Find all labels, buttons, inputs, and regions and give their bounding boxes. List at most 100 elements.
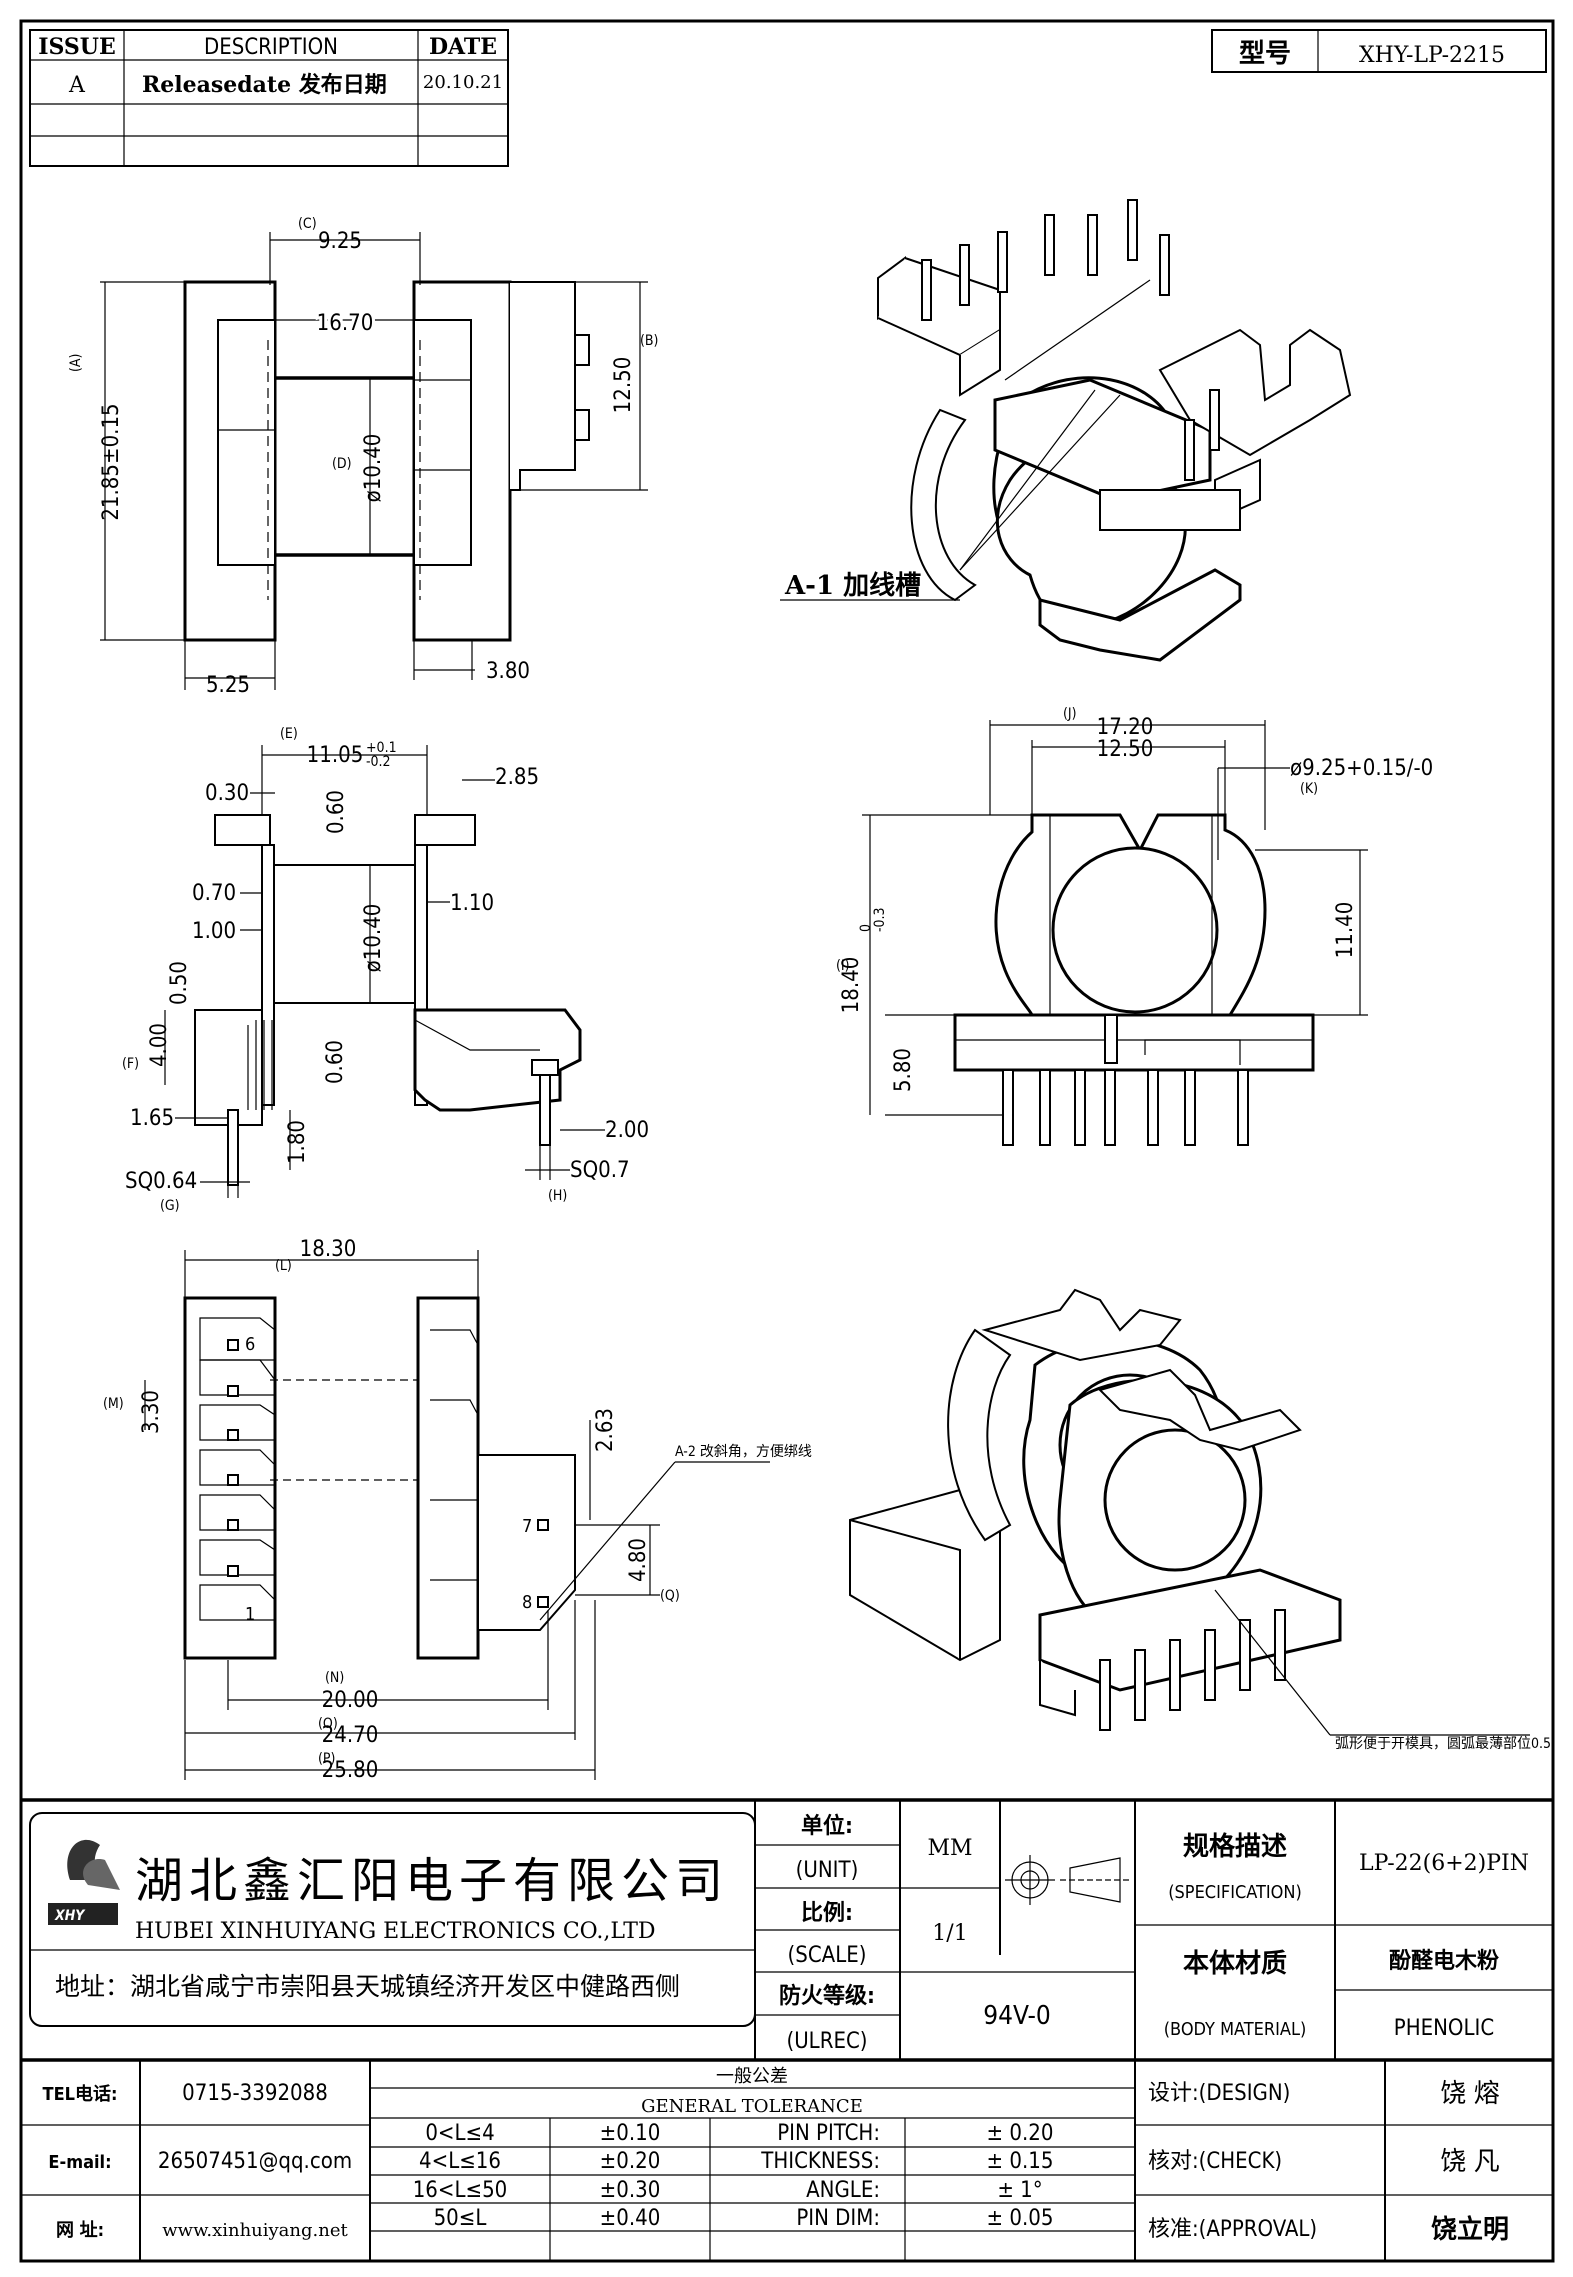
dim-165: 1.65 bbox=[130, 1106, 174, 1131]
dim-n-label: (N) bbox=[325, 1670, 344, 1686]
dim-i-tol-up: 0 bbox=[858, 924, 874, 932]
email-value: 26507451@qq.com bbox=[158, 2149, 352, 2174]
approval-label: 核准:(APPROVAL) bbox=[1148, 2217, 1317, 2242]
rev-row-description: Releasedate 发布日期 bbox=[142, 72, 387, 98]
tel-label: TEL电话: bbox=[43, 2083, 118, 2105]
dim-l-value: 18.30 bbox=[300, 1237, 357, 1262]
sheet-border bbox=[19, 19, 1555, 2263]
dim-o-value: 24.70 bbox=[322, 1723, 379, 1748]
material-cn: 酚醛电木粉 bbox=[1389, 1949, 1499, 1974]
dim-060b: 0.60 bbox=[323, 1040, 348, 1084]
tol-range-1: 4<L≤16 bbox=[419, 2149, 501, 2174]
iso-bottom-view: 弧形便于开模具，圆弧最薄部位0.5 bbox=[849, 1288, 1551, 1752]
model-label: 型号 bbox=[1239, 39, 1291, 69]
callout-a1: A-1 加线槽 bbox=[784, 571, 921, 601]
tel-value: 0715-3392088 bbox=[182, 2081, 328, 2106]
dim-e-tol-up: +0.1 bbox=[366, 740, 397, 756]
dim-o-label: (O) bbox=[318, 1716, 338, 1732]
scale-label-en: (SCALE) bbox=[788, 1943, 867, 1968]
tol-range-3: 50≤L bbox=[434, 2206, 487, 2231]
dim-p-value: 25.80 bbox=[322, 1758, 379, 1783]
fire-label-en: (ULREC) bbox=[786, 2029, 867, 2054]
dim-left-width: 5.25 bbox=[206, 673, 250, 698]
dim-j-value: 17.20 bbox=[1097, 715, 1154, 740]
email-label: E-mail: bbox=[48, 2152, 111, 2173]
dim-200: 2.00 bbox=[605, 1118, 649, 1143]
dim-h-label: (H) bbox=[548, 1188, 567, 1204]
end-view: (J) 17.20 12.50 ø9.25+0.15/-0 (K) (I) 18… bbox=[836, 706, 1433, 1146]
pin-label-8: 8 bbox=[522, 1592, 532, 1613]
check-label: 核对:(CHECK) bbox=[1148, 2149, 1282, 2174]
model-value: XHY-LP-2215 bbox=[1359, 43, 1505, 68]
dim-g-label: (G) bbox=[160, 1198, 180, 1214]
tol-param-2: ANGLE: bbox=[806, 2178, 880, 2203]
material-label: 本体材质 bbox=[1183, 1949, 1287, 1979]
pin-label-1: 1 bbox=[245, 1604, 255, 1625]
title-block: XHY 湖北鑫汇阳电子有限公司 HUBEI XINHUIYANG ELECTRO… bbox=[21, 1798, 1553, 2261]
unit-label: 单位: bbox=[801, 1813, 853, 1839]
tol-pval-1: ± 0.15 bbox=[987, 2149, 1054, 2174]
web-value: www.xinhuiyang.net bbox=[162, 2220, 348, 2241]
web-label: 网 址: bbox=[56, 2220, 104, 2241]
side-view: (E) 11.05 +0.1 -0.2 0.30 2.85 0.60 0.70 … bbox=[122, 726, 649, 1214]
tol-range-2: 16<L≤50 bbox=[413, 2178, 508, 2203]
pin-label-6: 6 bbox=[245, 1334, 255, 1355]
design-name: 饶 熔 bbox=[1440, 2079, 1499, 2109]
rev-row-date: 20.10.21 bbox=[423, 72, 503, 93]
model-box: 型号 XHY-LP-2215 bbox=[1211, 29, 1547, 73]
company-name-cn: 湖北鑫汇阳电子有限公司 bbox=[135, 1853, 729, 1909]
dim-p-label: (P) bbox=[318, 1751, 335, 1767]
tol-param-3: PIN DIM: bbox=[796, 2206, 880, 2231]
dim-q-label: (Q) bbox=[660, 1588, 680, 1604]
tol-value-2: ±0.30 bbox=[600, 2178, 661, 2203]
pin-label-7: 7 bbox=[522, 1516, 532, 1537]
dim-right-width: 3.80 bbox=[486, 659, 530, 684]
dim-180: 1.80 bbox=[285, 1120, 310, 1164]
iso-top-view: A-1 加线槽 bbox=[780, 199, 1352, 662]
tol-pval-0: ± 0.20 bbox=[987, 2121, 1054, 2146]
logo-text: XHY bbox=[54, 1908, 86, 1924]
spec-label: 规格描述 bbox=[1183, 1831, 1287, 1862]
dim-l-label: (L) bbox=[275, 1258, 292, 1274]
material-label-en: (BODY MATERIAL) bbox=[1164, 2019, 1307, 2040]
dim-285: 2.85 bbox=[495, 765, 539, 790]
spec-value: LP-22(6+2)PIN bbox=[1359, 1851, 1529, 1876]
tol-value-3: ±0.40 bbox=[600, 2206, 661, 2231]
tolerance-title-en: GENERAL TOLERANCE bbox=[641, 2096, 863, 2117]
dim-a-value: 21.85±0.15 bbox=[99, 403, 124, 520]
rev-row-issue: A bbox=[68, 73, 86, 98]
company-name-en: HUBEI XINHUIYANG ELECTRONICS CO.,LTD bbox=[135, 1919, 656, 1944]
dim-g-value: SQ0.64 bbox=[125, 1169, 197, 1194]
dim-b-value: 12.50 bbox=[611, 357, 636, 414]
company-logo: XHY bbox=[48, 1839, 120, 1925]
tol-range-0: 0<L≤4 bbox=[425, 2121, 494, 2146]
tol-value-0: ±0.10 bbox=[600, 2121, 661, 2146]
tolerance-title-cn: 一般公差 bbox=[716, 2066, 788, 2087]
check-name: 饶 凡 bbox=[1440, 2147, 1499, 2177]
dim-k-value: ø9.25+0.15/-0 bbox=[1290, 756, 1433, 781]
dim-f-label: (F) bbox=[122, 1056, 139, 1072]
dim-j-label: (J) bbox=[1063, 706, 1077, 722]
dim-end-inner: 12.50 bbox=[1097, 737, 1154, 762]
dim-h-value: SQ0.7 bbox=[570, 1158, 630, 1183]
tol-pval-2: ± 1° bbox=[997, 2178, 1042, 2203]
fire-value: 94V-0 bbox=[983, 2001, 1051, 2031]
dim-100: 1.00 bbox=[192, 919, 236, 944]
revision-table: ISSUE DESCRIPTION DATE A Releasedate 发布日… bbox=[29, 29, 509, 167]
tol-param-0: PIN PITCH: bbox=[777, 2121, 880, 2146]
approval-name: 饶立明 bbox=[1431, 2214, 1509, 2245]
dim-i-value: 18.40 bbox=[839, 957, 864, 1014]
dim-1040: ø10.40 bbox=[361, 904, 386, 973]
bottom-view: 6 7 8 1 (L) 18.30 (M) 3.30 2.63 4.80 (Q)… bbox=[103, 1237, 812, 1783]
dim-c-value: 9.25 bbox=[318, 229, 362, 254]
front-view: (C) 9.25 16.70 (A) 21.85±0.15 (B) 12.50 … bbox=[68, 216, 658, 698]
scale-value: 1/1 bbox=[932, 1921, 967, 1946]
bottom-note: A-2 改斜角，方便绑线 bbox=[675, 1444, 812, 1460]
tol-value-1: ±0.20 bbox=[600, 2149, 661, 2174]
dim-q-value: 4.80 bbox=[626, 1538, 651, 1582]
fire-label: 防火等级: bbox=[779, 1983, 875, 2009]
dim-end-height: 11.40 bbox=[1333, 902, 1358, 959]
dim-030: 0.30 bbox=[205, 781, 249, 806]
rev-header-issue: ISSUE bbox=[38, 34, 116, 60]
